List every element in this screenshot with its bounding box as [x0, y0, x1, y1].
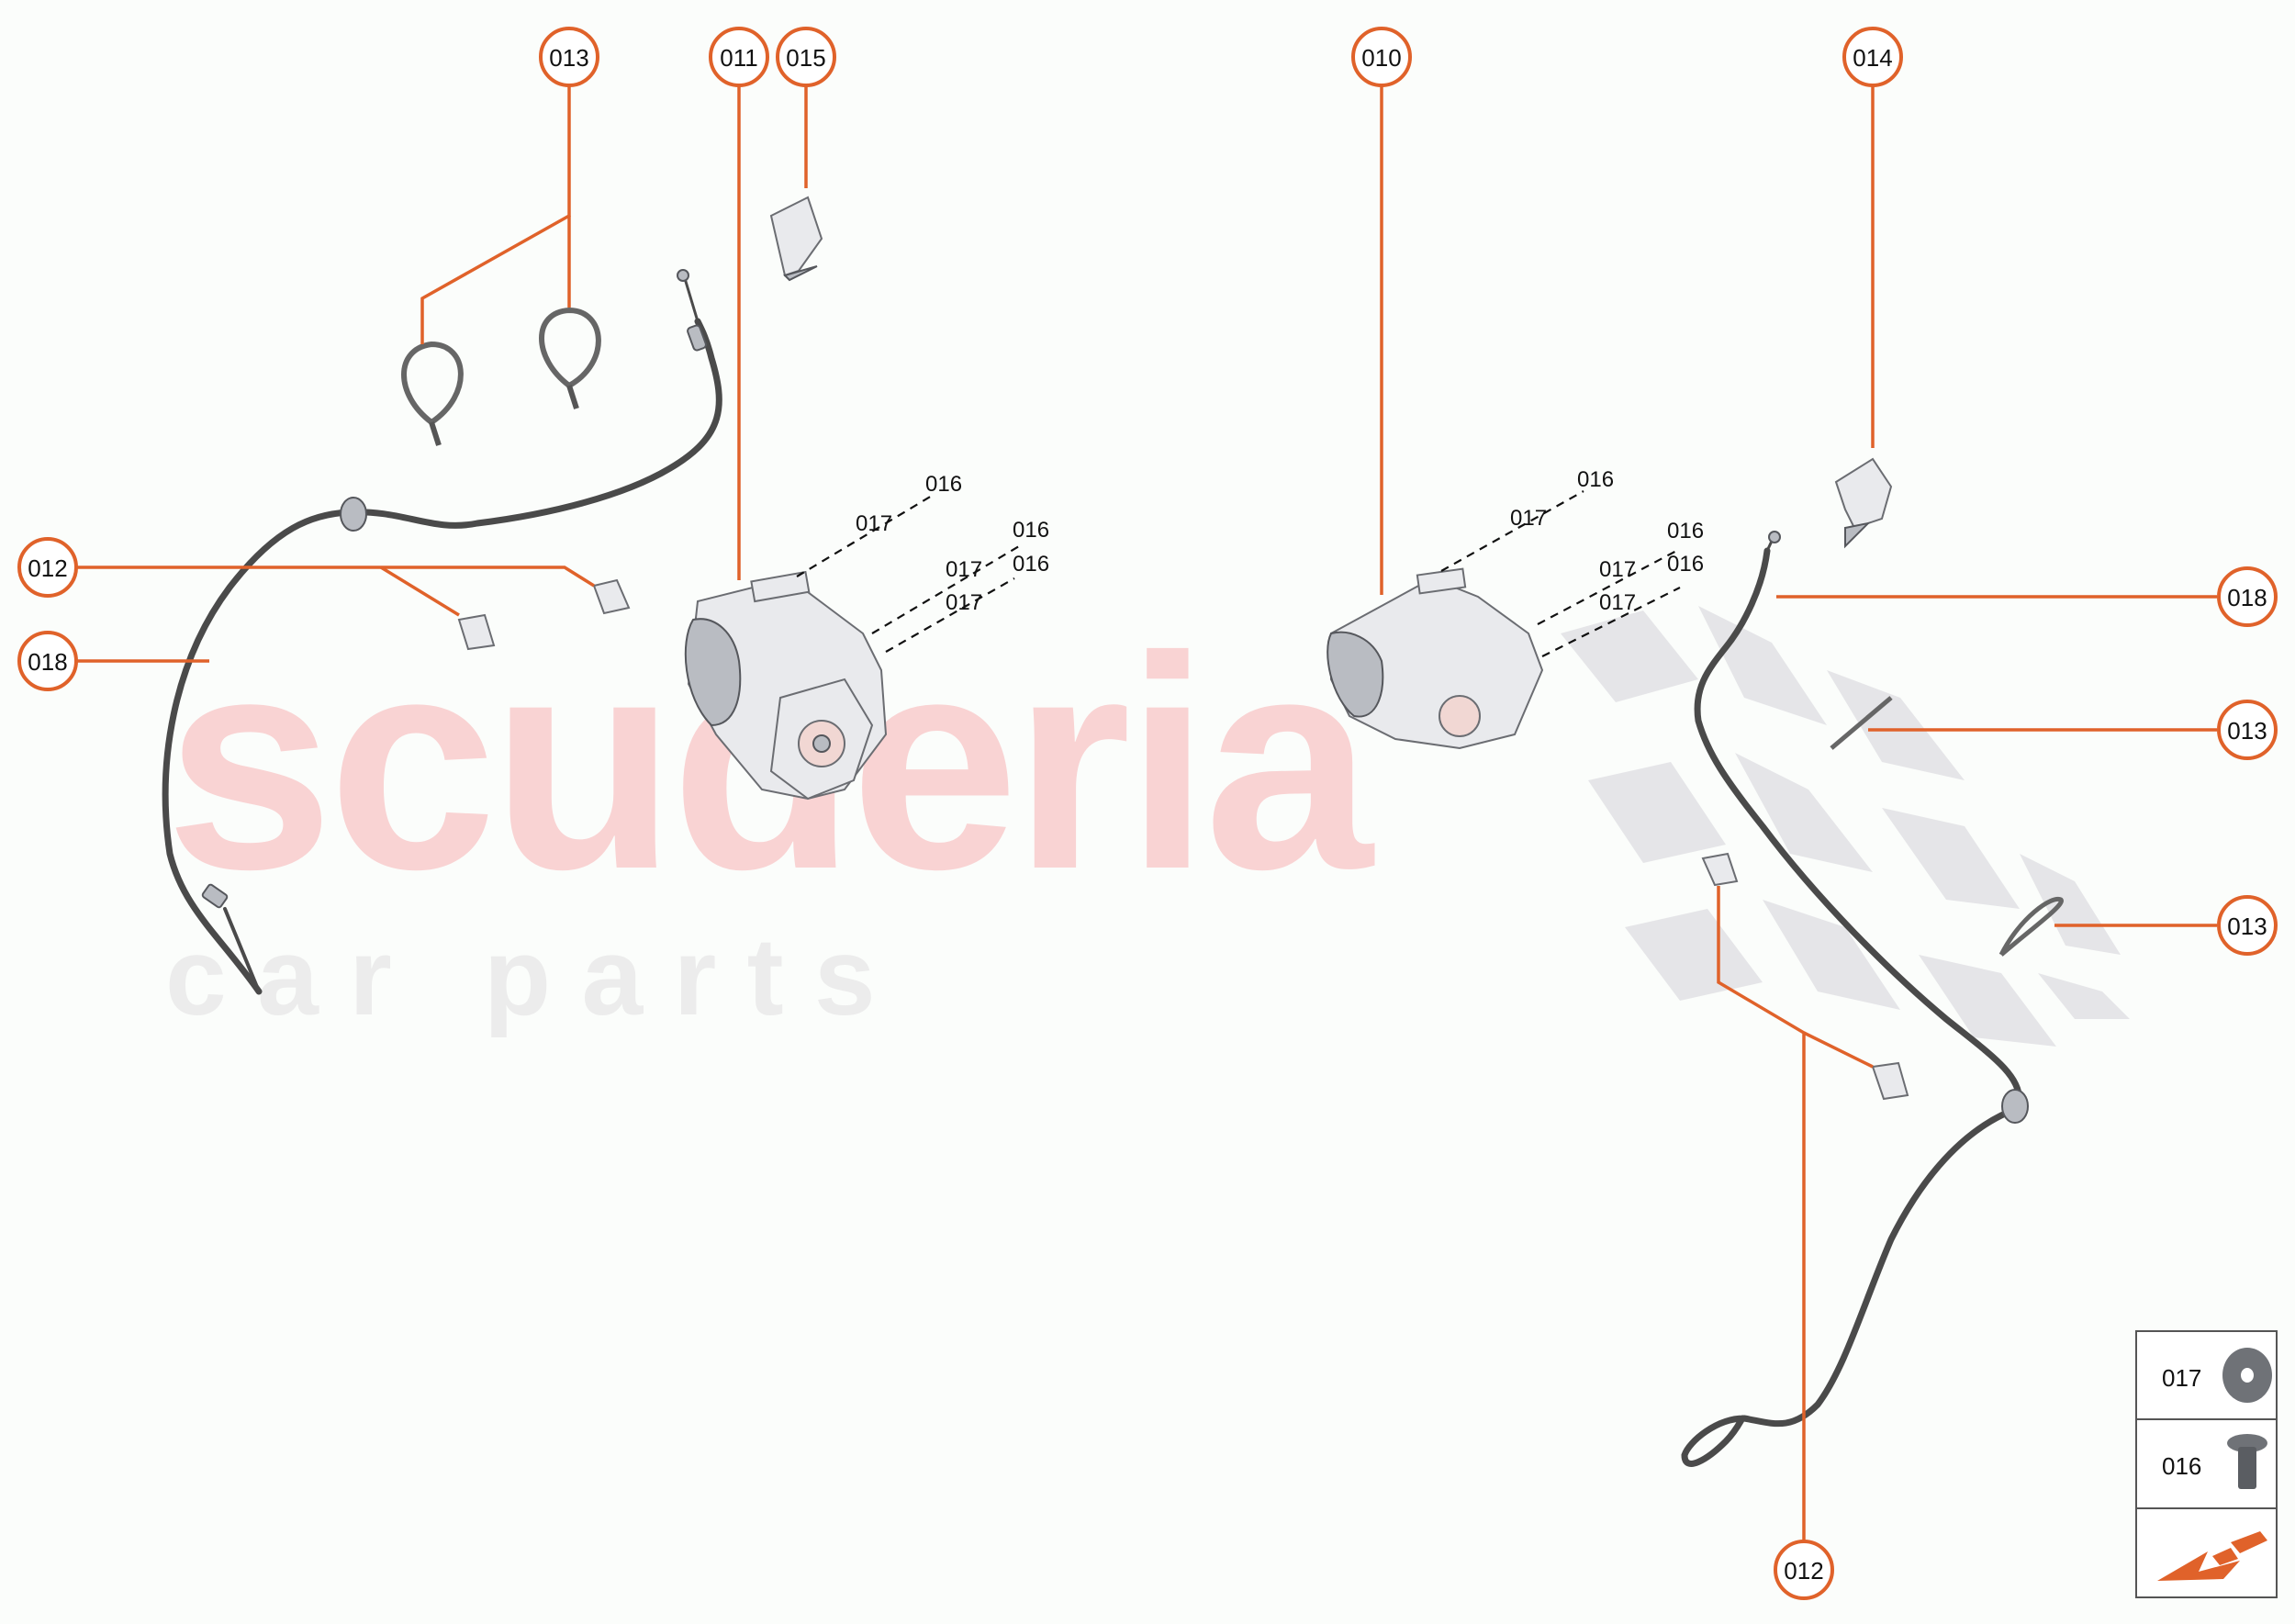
washer-icon — [2222, 1348, 2272, 1403]
callout-015[interactable]: 015 — [776, 27, 836, 87]
callout-018-left[interactable]: 018 — [17, 631, 78, 691]
callout-014[interactable]: 014 — [1842, 27, 1903, 87]
watermark-subtitle: c a r p a r t s — [165, 915, 876, 1038]
svg-text:013: 013 — [2227, 913, 2267, 940]
svg-text:018: 018 — [28, 648, 67, 676]
tag-017: 017 — [946, 557, 982, 582]
label-tag-right-a — [1701, 852, 1739, 887]
legend: 017 016 — [2135, 1330, 2278, 1598]
tag-016: 016 — [1013, 552, 1049, 577]
tag-016: 016 — [1577, 467, 1614, 492]
fastener-dash-lines — [796, 490, 1681, 657]
cable-tie-left-b — [539, 307, 601, 409]
svg-text:014: 014 — [1853, 44, 1892, 72]
cable-left — [162, 269, 722, 995]
svg-text:012: 012 — [1784, 1557, 1823, 1585]
screw-icon — [2227, 1434, 2267, 1489]
cable-right — [1681, 531, 2029, 1467]
actuator-010 — [1327, 567, 1544, 750]
fastener-tags-right: 016 017 016 017 016 017 — [1510, 467, 1704, 615]
tag-017: 017 — [1599, 557, 1636, 582]
svg-text:013: 013 — [549, 44, 588, 72]
watermark: scuderia c a r p a r t s — [165, 593, 2130, 1047]
clip-015 — [769, 196, 823, 282]
svg-text:018: 018 — [2227, 584, 2267, 611]
tag-017: 017 — [1510, 506, 1547, 531]
leader-lines — [71, 78, 2217, 1550]
cable-tie-right-a — [1830, 696, 1893, 750]
callout-010[interactable]: 010 — [1351, 27, 1412, 87]
svg-text:010: 010 — [1361, 44, 1401, 72]
svg-text:011: 011 — [720, 44, 757, 72]
tag-016: 016 — [1667, 519, 1704, 543]
cable-tie-left-a — [401, 341, 464, 446]
tag-017: 017 — [856, 511, 892, 536]
label-tag-left-b — [457, 613, 496, 651]
tag-016: 016 — [1667, 552, 1704, 577]
legend-code-017: 017 — [2162, 1364, 2201, 1392]
callout-011[interactable]: 011 — [709, 27, 769, 87]
callout-012-left[interactable]: 012 — [17, 537, 78, 598]
tag-017: 017 — [946, 590, 982, 615]
callout-013-right-b[interactable]: 013 — [2217, 895, 2278, 956]
label-tag-right-b — [1871, 1061, 1909, 1101]
callout-012-bottom[interactable]: 012 — [1774, 1540, 1834, 1600]
checkered-flag-watermark — [1561, 606, 2130, 1047]
callout-018-right[interactable]: 018 — [2217, 566, 2278, 627]
svg-text:015: 015 — [786, 44, 825, 72]
callout-013-top[interactable]: 013 — [539, 27, 599, 87]
svg-text:012: 012 — [28, 554, 67, 582]
label-tag-left-a — [592, 578, 631, 615]
tag-016: 016 — [1013, 518, 1049, 543]
orientation-arrow-icon[interactable] — [2157, 1531, 2267, 1581]
cable-tie-right-b — [1998, 896, 2064, 957]
tag-017: 017 — [1599, 590, 1636, 615]
actuator-011 — [684, 570, 888, 801]
fastener-tags-left: 016 017 016 017 016 017 — [856, 472, 1049, 615]
svg-text:013: 013 — [2227, 717, 2267, 745]
callout-013-right-a[interactable]: 013 — [2217, 700, 2278, 760]
tag-016: 016 — [925, 472, 962, 497]
legend-code-016: 016 — [2162, 1452, 2201, 1480]
clip-014 — [1834, 457, 1893, 549]
